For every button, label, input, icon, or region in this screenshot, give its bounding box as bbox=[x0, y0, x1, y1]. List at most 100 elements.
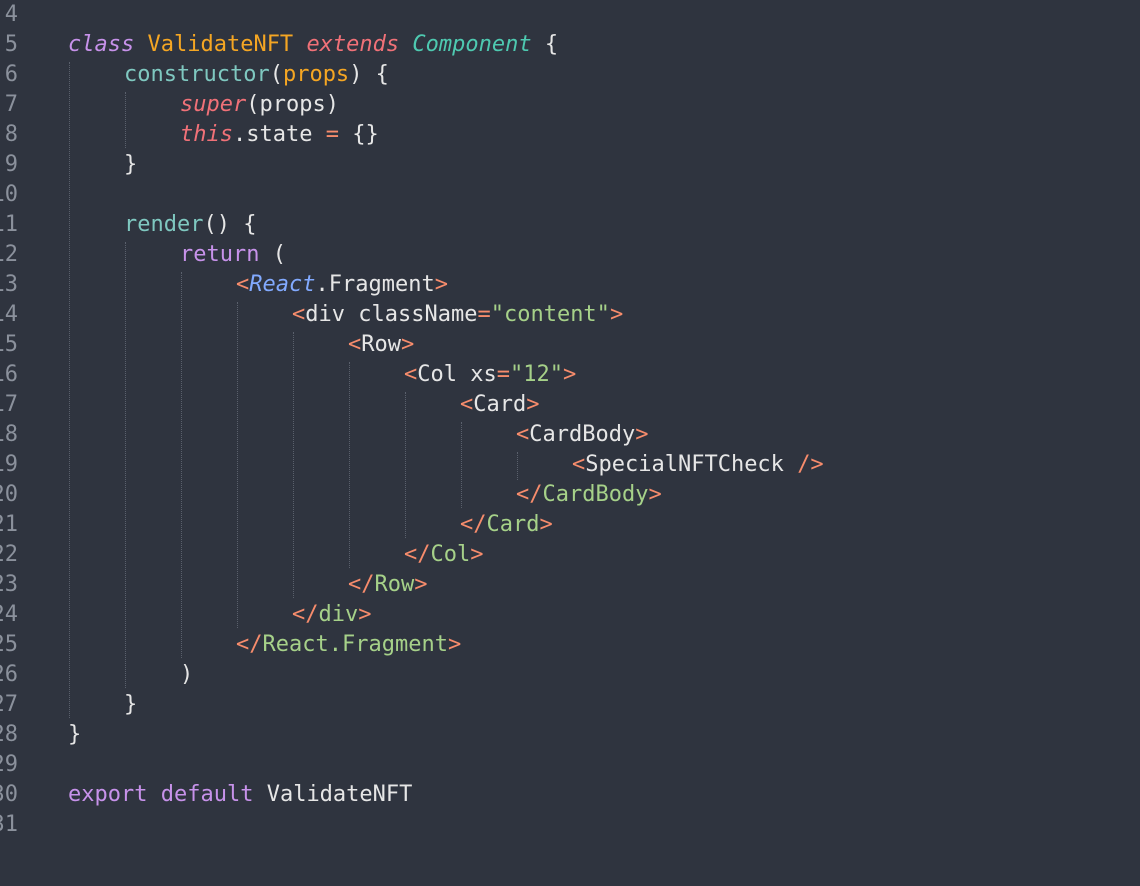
punctuation-token: } bbox=[124, 692, 138, 717]
line-number: 10 bbox=[0, 182, 18, 207]
code-line: return ( bbox=[180, 240, 286, 270]
line-number: 11 bbox=[0, 212, 18, 237]
tag-bracket-token: </ bbox=[516, 482, 543, 507]
line-number: 7 bbox=[4, 92, 18, 117]
tag-bracket-token: > bbox=[526, 392, 540, 417]
keyword-token: extends bbox=[306, 32, 400, 57]
line-number: 17 bbox=[0, 392, 18, 417]
tag-bracket-token: </ bbox=[348, 572, 375, 597]
line-number: 16 bbox=[0, 362, 18, 387]
punctuation-token: } bbox=[124, 152, 138, 177]
line-number: 30 bbox=[0, 782, 18, 807]
identifier-token: ValidateNFT bbox=[266, 782, 413, 807]
tag-bracket-token: > bbox=[447, 632, 462, 657]
punctuation-token: } bbox=[68, 722, 82, 747]
tag-bracket-token: > bbox=[470, 542, 484, 567]
line-number: 22 bbox=[0, 542, 18, 567]
line-number: 28 bbox=[0, 722, 18, 747]
tag-bracket-token: > bbox=[635, 422, 649, 447]
line-number: 20 bbox=[0, 482, 18, 507]
tag-bracket-token: </ bbox=[404, 542, 431, 567]
tag-name-token: Card bbox=[486, 512, 540, 537]
line-number: 14 bbox=[0, 302, 18, 327]
line-number: 27 bbox=[0, 692, 18, 717]
tag-bracket-token: < bbox=[404, 362, 418, 387]
indent-guide bbox=[405, 392, 406, 538]
line-number: 29 bbox=[0, 752, 18, 777]
punctuation-token: { bbox=[544, 32, 559, 57]
line-number: 19 bbox=[0, 452, 18, 477]
punctuation-token: ( bbox=[269, 62, 283, 87]
punctuation-token: {} bbox=[352, 122, 379, 147]
operator-token: = bbox=[325, 122, 339, 147]
indent-guide bbox=[181, 272, 182, 658]
component-token: React bbox=[249, 272, 316, 297]
tag-bracket-token: </ bbox=[236, 632, 263, 657]
indent-guide bbox=[125, 92, 126, 148]
line-number: 25 bbox=[0, 632, 18, 657]
indent-guide bbox=[125, 242, 126, 688]
code-line: constructor(props) { bbox=[124, 60, 389, 90]
tag-bracket-token: > bbox=[609, 302, 624, 327]
line-number: 8 bbox=[4, 122, 18, 147]
tag-name-token: Row bbox=[374, 572, 415, 597]
code-line: class ValidateNFT extends Component { bbox=[68, 30, 558, 60]
tag-bracket-token: < bbox=[460, 392, 474, 417]
tag-bracket-token: > bbox=[401, 332, 415, 357]
code-line: </CardBody> bbox=[516, 480, 662, 510]
tag-bracket-token: /> bbox=[797, 452, 824, 477]
code-line: <SpecialNFTCheck /> bbox=[572, 450, 824, 480]
line-number: 12 bbox=[0, 242, 18, 267]
line-number: 21 bbox=[0, 512, 18, 537]
code-line: <Row> bbox=[348, 330, 414, 360]
tag-bracket-token: > bbox=[539, 512, 553, 537]
operator-token: = bbox=[496, 362, 510, 387]
code-line: </div> bbox=[292, 600, 372, 630]
line-number: 6 bbox=[4, 62, 18, 87]
tag-name-token: .Fragment bbox=[328, 632, 448, 657]
operator-token: = bbox=[477, 302, 491, 327]
code-line: <React.Fragment> bbox=[236, 270, 448, 300]
keyword-token: return bbox=[180, 242, 260, 267]
indent-guide bbox=[69, 62, 70, 718]
indent-guide bbox=[461, 422, 462, 508]
class-name-token: Component bbox=[412, 32, 532, 57]
tag-bracket-token: < bbox=[516, 422, 530, 447]
code-line: <CardBody> bbox=[516, 420, 648, 450]
indent-guide bbox=[517, 452, 518, 480]
component-token: React bbox=[262, 632, 329, 657]
keyword-token: this bbox=[180, 122, 233, 147]
code-line: super(props) bbox=[180, 90, 339, 120]
code-line: </Row> bbox=[348, 570, 428, 600]
code-line: ) bbox=[180, 660, 193, 690]
punctuation-token: ) { bbox=[349, 62, 389, 87]
line-number: 18 bbox=[0, 422, 18, 447]
tag-name-token: CardBody bbox=[542, 482, 649, 507]
line-number: 4 bbox=[4, 2, 18, 27]
line-number: 24 bbox=[0, 602, 18, 627]
code-line: } bbox=[124, 150, 137, 180]
line-number: 26 bbox=[0, 662, 18, 687]
string-token: "content" bbox=[490, 302, 610, 327]
keyword-token: super bbox=[180, 92, 247, 117]
tag-name-token: Card bbox=[473, 392, 527, 417]
code-line: } bbox=[124, 690, 137, 720]
punctuation-token: ( bbox=[272, 242, 286, 267]
line-number: 5 bbox=[4, 32, 18, 57]
attribute-token: className bbox=[358, 302, 478, 327]
punctuation-token: (props) bbox=[246, 92, 339, 117]
tag-bracket-token: < bbox=[292, 302, 306, 327]
punctuation-token: ) bbox=[180, 662, 194, 687]
indent-guide bbox=[237, 302, 238, 628]
tag-bracket-token: > bbox=[562, 362, 577, 387]
line-number: 9 bbox=[4, 152, 18, 177]
code-line: this.state = {} bbox=[180, 120, 379, 150]
method-token: constructor bbox=[124, 62, 270, 87]
tag-bracket-token: < bbox=[236, 272, 250, 297]
keyword-token: export bbox=[68, 782, 148, 807]
code-line: <Card> bbox=[460, 390, 539, 420]
code-line: render() { bbox=[124, 210, 256, 240]
class-name-token: ValidateNFT bbox=[147, 32, 294, 57]
